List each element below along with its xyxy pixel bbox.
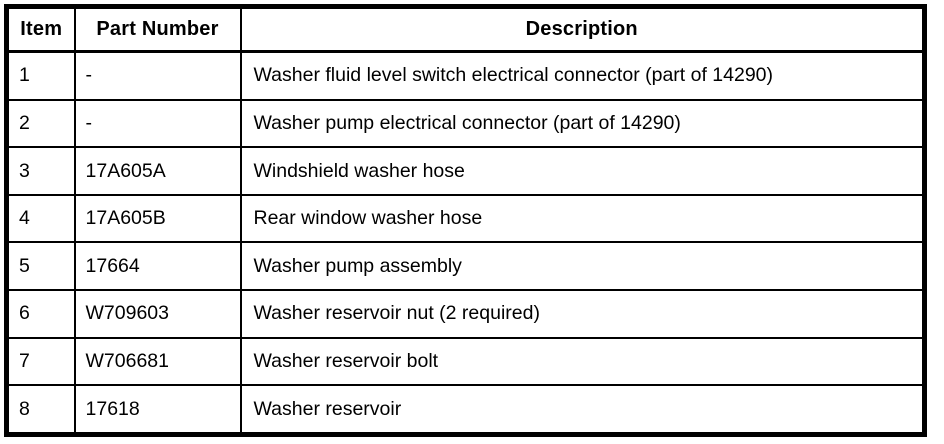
part-number-cell: 17618	[73, 384, 242, 436]
description-cell: Washer reservoir nut (2 required)	[239, 289, 926, 339]
description-cell: Washer reservoir bolt	[239, 336, 926, 387]
description-cell: Washer pump assembly	[239, 241, 926, 292]
item-cell: 6	[5, 289, 76, 339]
description-cell: Washer fluid level switch electrical con…	[239, 50, 926, 101]
part-number-cell: -	[73, 98, 242, 149]
part-number-cell: W706681	[73, 336, 242, 387]
table-row: 3 17A605A Windshield washer hose	[5, 146, 926, 196]
table-row: 8 17618 Washer reservoir	[5, 384, 926, 436]
item-cell: 5	[5, 241, 76, 292]
description-cell: Windshield washer hose	[239, 146, 926, 196]
part-number-cell: 17A605B	[73, 193, 242, 244]
column-header-description: Description	[239, 5, 926, 53]
table-row: 6 W709603 Washer reservoir nut (2 requir…	[5, 289, 926, 339]
part-number-cell: W709603	[73, 289, 242, 339]
table-row: 4 17A605B Rear window washer hose	[5, 193, 926, 244]
item-cell: 2	[5, 98, 76, 149]
parts-table: Item Part Number Description 1 - Washer …	[4, 4, 927, 437]
table-row: 2 - Washer pump electrical connector (pa…	[5, 98, 926, 149]
description-cell: Washer reservoir	[239, 384, 926, 436]
column-header-item: Item	[5, 5, 76, 53]
part-number-cell: -	[73, 50, 242, 101]
table-body: 1 - Washer fluid level switch electrical…	[5, 50, 926, 436]
item-cell: 4	[5, 193, 76, 244]
table-header: Item Part Number Description	[5, 5, 926, 53]
column-header-part-number: Part Number	[73, 5, 242, 53]
table-row: 1 - Washer fluid level switch electrical…	[5, 50, 926, 101]
description-cell: Rear window washer hose	[239, 193, 926, 244]
item-cell: 1	[5, 50, 76, 101]
description-cell: Washer pump electrical connector (part o…	[239, 98, 926, 149]
table-row: 5 17664 Washer pump assembly	[5, 241, 926, 292]
part-number-cell: 17664	[73, 241, 242, 292]
part-number-cell: 17A605A	[73, 146, 242, 196]
table-row: 7 W706681 Washer reservoir bolt	[5, 336, 926, 387]
item-cell: 7	[5, 336, 76, 387]
item-cell: 3	[5, 146, 76, 196]
item-cell: 8	[5, 384, 76, 436]
header-row: Item Part Number Description	[5, 5, 926, 53]
